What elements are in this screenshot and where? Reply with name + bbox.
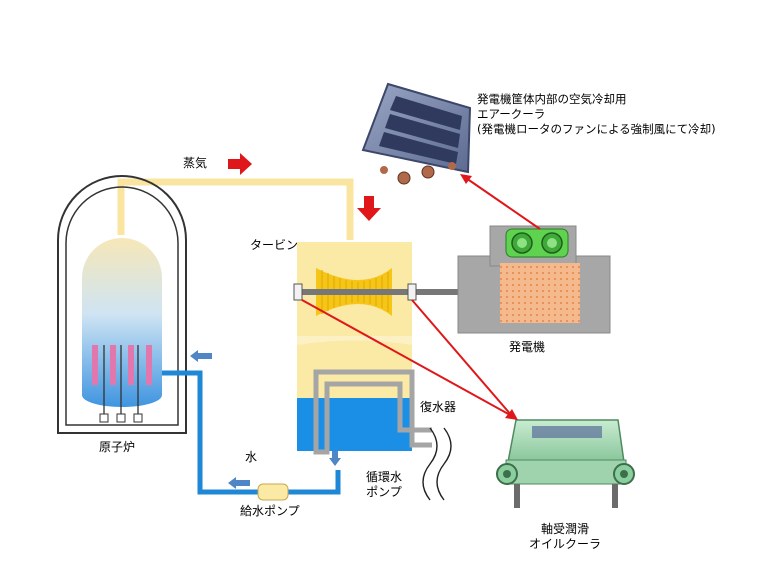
circulating-pump-label-line2: ポンプ — [366, 485, 402, 499]
condenser-label: 復水器 — [420, 400, 457, 414]
oil-cooler-label-line2: オイルクーラ — [528, 537, 601, 551]
water-label: 水 — [245, 450, 258, 464]
water-arrow-to-reactor — [190, 350, 212, 362]
feed-pump-label: 給水ポンプ — [240, 504, 300, 518]
cooling-water-pipe — [313, 369, 432, 455]
control-rods — [92, 345, 152, 423]
generator-label: 発電機 — [509, 340, 546, 354]
bearing-left — [293, 283, 303, 301]
air-cooler-label: 発電機筐体内部の空気冷却用 エアークーラ (発電機ロータのファンによる強制風にて… — [477, 92, 716, 137]
bearing-right — [407, 283, 417, 301]
reactor-label: 原子炉 — [99, 440, 136, 454]
circulating-pump-label: 循環水 ポンプ — [354, 470, 414, 500]
steam-arrow-down — [357, 196, 381, 221]
pointer-bearing-left-to-oil-cooler — [301, 299, 513, 417]
oil-cooler-image — [496, 419, 635, 508]
steam-label: 蒸気 — [183, 156, 208, 170]
pointer-to-air-cooler — [460, 174, 541, 230]
steam-arrow-right — [228, 153, 252, 175]
steam-pipe — [117, 178, 354, 240]
pointer-bearing-right-to-oil-cooler — [411, 299, 518, 420]
oil-cooler-label-line1: 軸受潤滑 — [540, 522, 589, 536]
air-cooler-image — [361, 82, 472, 185]
reactor-containment — [57, 175, 187, 434]
air-cooler-label-line3: (発電機ロータのファンによる強制風にて冷却) — [477, 122, 716, 136]
water-arrow-condensate — [329, 448, 341, 466]
generator-fans — [505, 228, 569, 258]
air-cooler-label-line2: エアークーラ — [477, 107, 546, 121]
oil-cooler-label: 軸受潤滑 オイルクーラ — [510, 522, 620, 552]
feedwater-pipe — [162, 370, 341, 495]
turbine-label: タービン — [250, 238, 299, 252]
feed-pump — [257, 483, 289, 501]
turbine-shaft — [297, 289, 462, 295]
air-cooler-label-line1: 発電機筐体内部の空気冷却用 — [477, 92, 627, 106]
circulating-pump-label-line1: 循環水 — [365, 470, 402, 484]
reactor-pressure-vessel — [82, 238, 162, 407]
water-arrow-feed — [228, 477, 250, 489]
sea-wave-lines — [422, 427, 452, 501]
